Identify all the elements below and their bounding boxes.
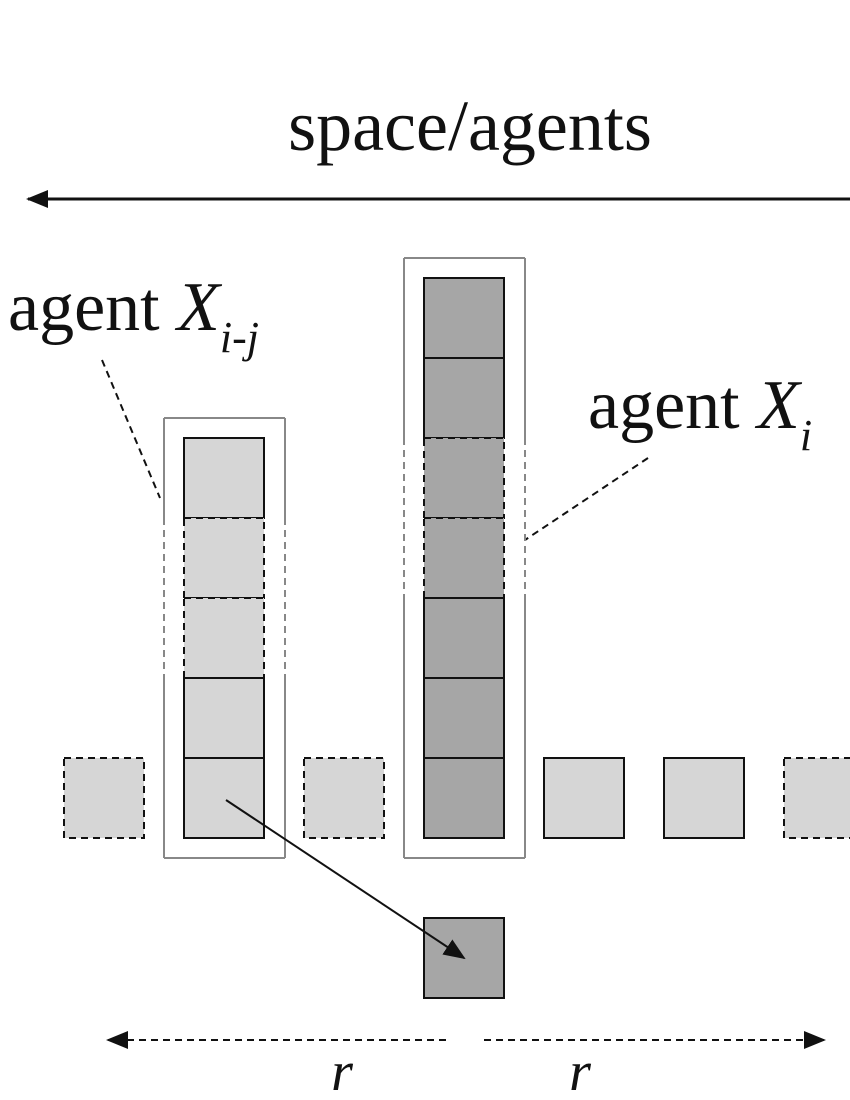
agent-right-text: agent [588,367,757,444]
agent-left-cell-tentative [183,597,265,679]
radius-label-left: r [331,1041,353,1100]
agent-left-cell [183,437,265,519]
agent-left-cell [183,677,265,759]
agent-right-cell-tentative [423,437,505,519]
agent-left-var: X [174,269,223,346]
agent-right-label: agent Xi [588,367,812,460]
agent-right-cell [423,277,505,359]
space-cell-empty [303,757,385,839]
diagram-title: space/agents [288,86,652,166]
radius-label-right: r [569,1041,591,1100]
space-cell-empty [63,757,145,839]
agent-right-sub: i [800,411,812,460]
agent-left-stack [183,437,265,839]
agent-left-container [163,417,286,859]
transfer-arrow [225,799,466,960]
leader-line-left [101,359,161,499]
agent-right-container [403,257,526,859]
agent-right-cell [423,757,505,839]
space-cell [543,757,625,839]
agent-left-sub: i-j [220,313,259,362]
agent-right-cell [423,597,505,679]
space-cell [663,757,745,839]
agent-right-stack [423,277,505,839]
space-row [63,757,850,839]
agent-left-label: agent Xi-j [8,269,259,362]
agent-left-text: agent [8,269,177,346]
agent-right-cell-tentative [423,517,505,599]
space-cell-empty [783,757,850,839]
agent-right-cell [423,677,505,759]
leader-line-right [524,457,649,541]
agent-left-cell [183,757,265,839]
agent-left-cell-tentative [183,517,265,599]
agent-right-var: X [754,367,803,444]
agent-right-cell [423,357,505,439]
